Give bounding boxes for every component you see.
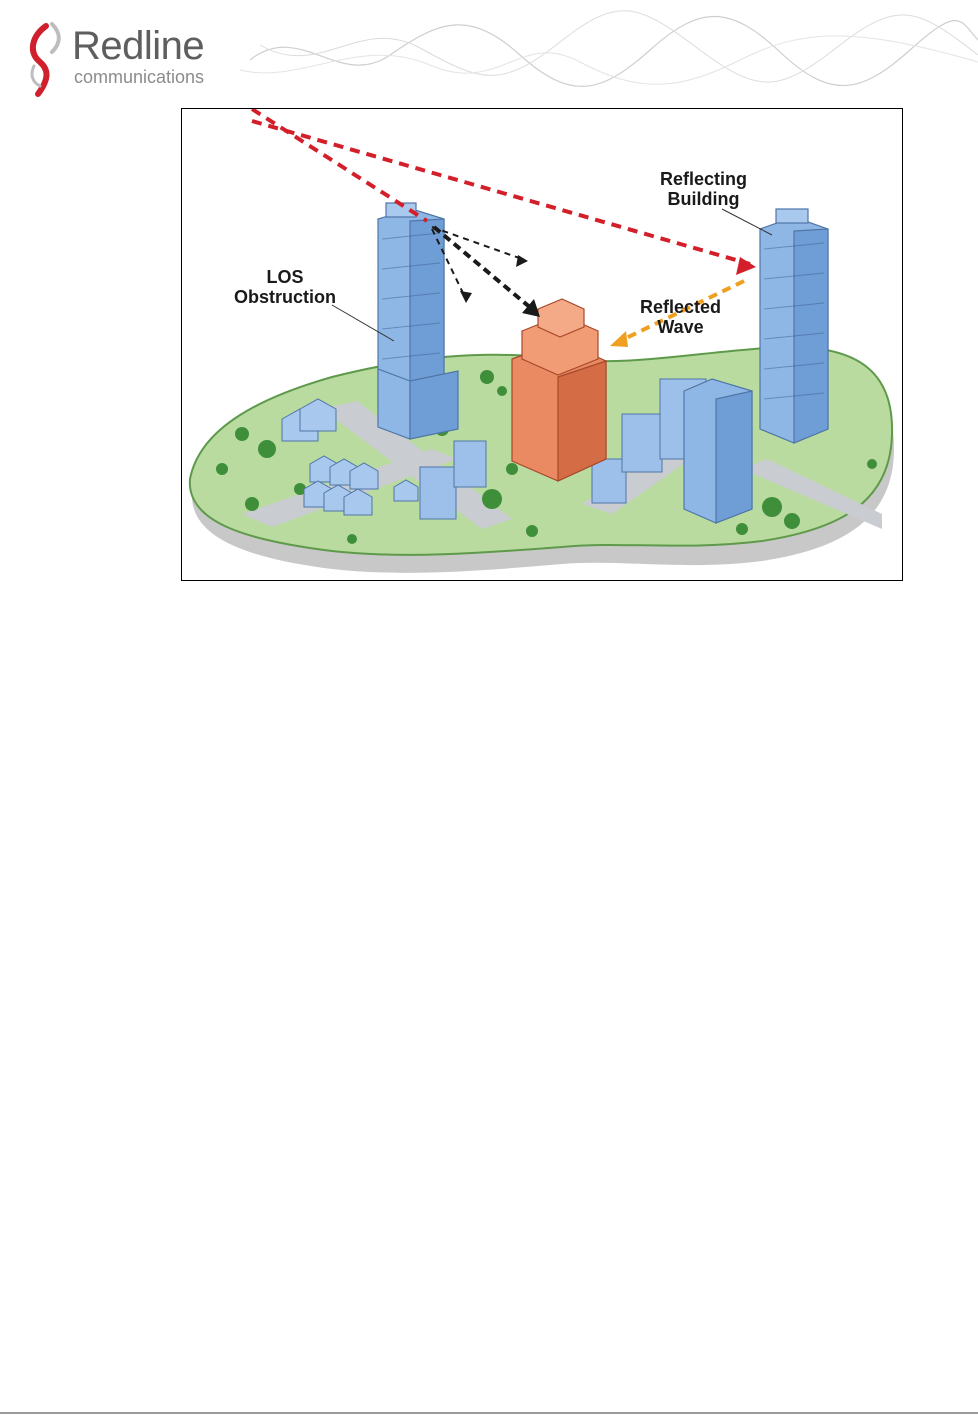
- brand-subtitle: communications: [74, 68, 204, 86]
- redline-swoosh-icon: [26, 22, 70, 98]
- scatter-arrowhead-1: [516, 255, 528, 267]
- reflection-diagram-figure: LOS Obstruction Reflecting Building Refl…: [181, 108, 903, 581]
- label-reflecting-building: Reflecting Building: [660, 169, 747, 209]
- scatter-arrowhead-2: [460, 291, 472, 303]
- signal-arrowhead: [736, 257, 756, 275]
- label-reflected-wave: Reflected Wave: [640, 297, 721, 337]
- tall-block-right: [684, 379, 752, 523]
- reflected-arrowhead: [610, 331, 628, 347]
- brand-name: Redline: [72, 26, 204, 66]
- label-los-obstruction: LOS Obstruction: [234, 267, 336, 307]
- footer-rule: [0, 1412, 978, 1414]
- target-building-orange: [512, 299, 606, 481]
- page-header: Redline communications: [0, 0, 978, 100]
- redline-logo: Redline communications: [26, 22, 266, 98]
- city-illustration: [182, 109, 903, 581]
- main-black-arrow: [434, 227, 532, 309]
